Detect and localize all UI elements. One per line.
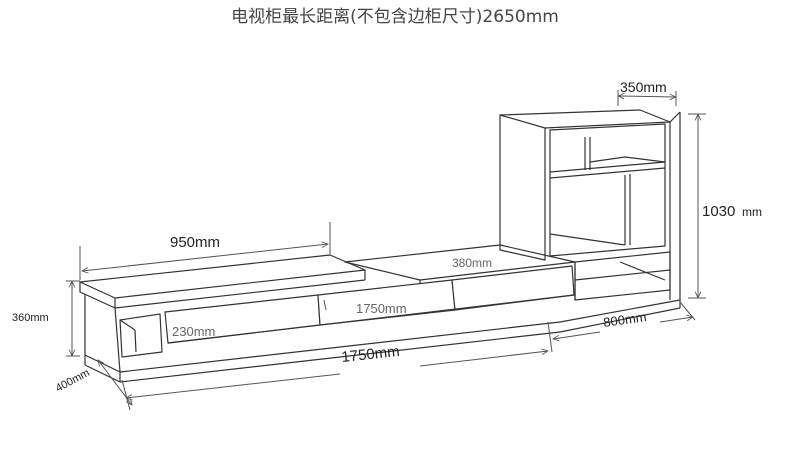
dim-top-width-line (82, 244, 328, 271)
dim-side-length-line (553, 331, 601, 339)
label-shelf-depth: 350mm (620, 79, 667, 95)
label-drawer-width: 380mm (452, 256, 492, 270)
label-shelf-height: 1030 (702, 203, 735, 220)
dim-total-length-line (126, 373, 341, 398)
label-shelf-height-unit: mm (742, 205, 762, 219)
label-depth: 400mm (54, 367, 92, 395)
dimension-lines (66, 90, 706, 411)
drawer-unit (164, 244, 576, 344)
label-side-length: 800mm (602, 309, 647, 330)
label-middle-length: 1750mm (356, 301, 407, 316)
dimension-labels: 350mm 1030 mm 950mm 360mm 380mm 1750mm 2… (12, 79, 762, 395)
diagram-title: 电视柜最长距离(不包含边柜尺寸)2650mm (231, 7, 559, 27)
label-total-length: 1750mm (341, 343, 401, 366)
bookshelf-unit (499, 109, 681, 333)
label-tv-height: 360mm (12, 312, 49, 324)
label-open-width: 230mm (172, 324, 215, 339)
label-top-width: 950mm (170, 234, 220, 251)
dim-shelf-depth-line (618, 96, 676, 97)
